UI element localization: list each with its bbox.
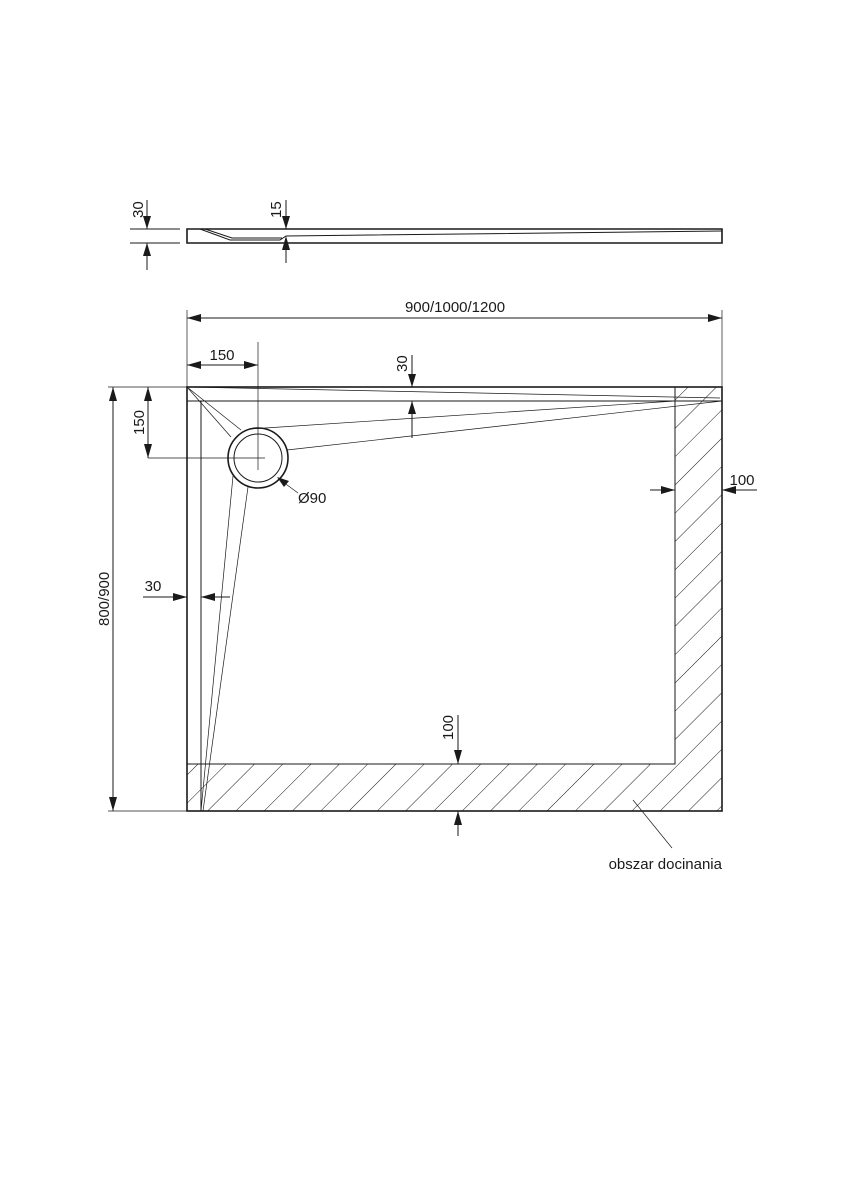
left-rim-dim: 30 (145, 578, 162, 595)
bottom-cut-dim: 100 (440, 715, 457, 740)
cut-area-hatch (187, 387, 722, 811)
side-view: 30 15 (130, 200, 723, 270)
drain-diameter-label: Ø90 (298, 490, 326, 507)
cut-area-label: obszar docinania (609, 856, 723, 873)
plan-view: 900/1000/1200 150 30 150 800/900 30 (96, 299, 757, 873)
drain-offset-x-dim: 150 (209, 347, 234, 364)
side-drain-depth-dim: 15 (268, 201, 285, 218)
tray-profile (186, 228, 723, 244)
length-dim: 800/900 (96, 572, 113, 626)
drain-offset-y-dim: 150 (131, 410, 148, 435)
tray-outline (186, 386, 723, 812)
top-rim-dim: 30 (394, 355, 411, 372)
side-height-dim: 30 (130, 201, 147, 218)
right-cut-dim: 100 (729, 472, 754, 489)
width-dim: 900/1000/1200 (405, 299, 505, 316)
